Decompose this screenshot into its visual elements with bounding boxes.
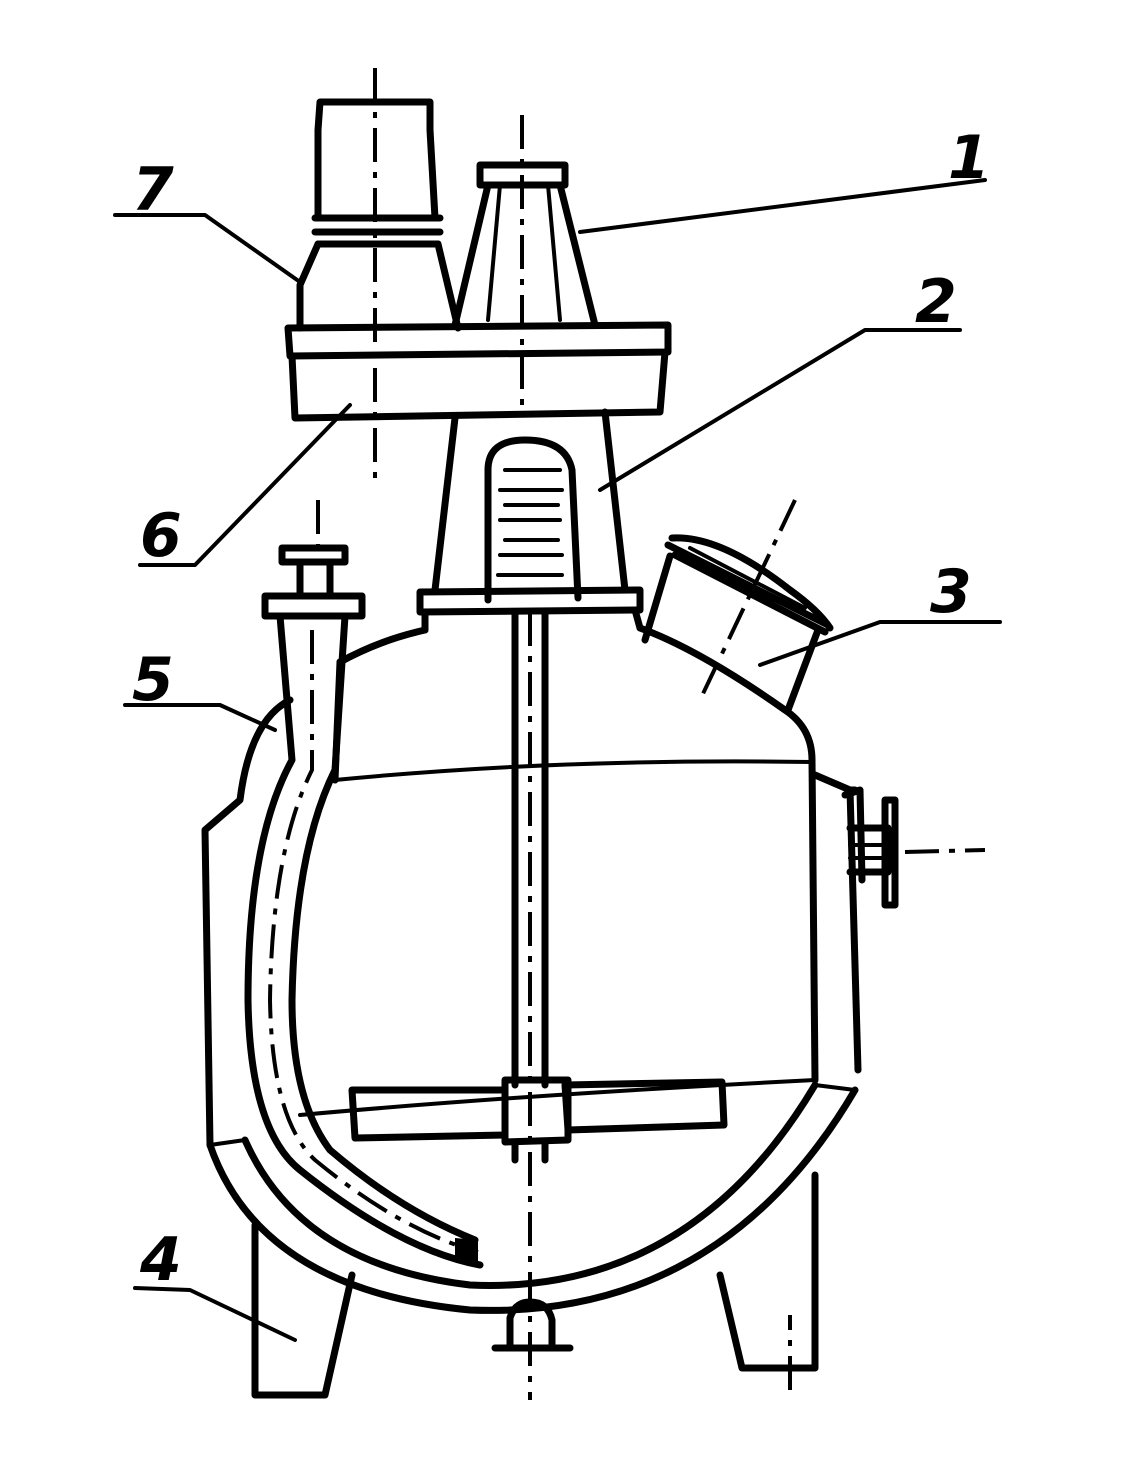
- lantern-stand: [416, 408, 644, 634]
- hatch: [641, 534, 834, 714]
- label-1: 1: [948, 123, 990, 193]
- reducer-column: [451, 161, 599, 329]
- agitator: [348, 608, 728, 1164]
- support-legs: [251, 1171, 819, 1399]
- leader-lines: [113, 178, 1002, 1342]
- callout-labels: 1 2 3 4 5 6 7: [132, 123, 990, 1295]
- label-7: 7: [132, 155, 174, 225]
- label-5: 5: [132, 645, 174, 715]
- transmission-housing: [284, 321, 672, 422]
- side-nozzle: [841, 786, 899, 909]
- label-2: 2: [915, 267, 957, 337]
- label-3: 3: [930, 557, 972, 627]
- label-6: 6: [140, 501, 182, 571]
- label-4: 4: [139, 1225, 182, 1295]
- vessel: [201, 624, 862, 1314]
- motor: [296, 98, 462, 332]
- center-lines: [316, 68, 986, 1400]
- coil-tube: [244, 544, 484, 1269]
